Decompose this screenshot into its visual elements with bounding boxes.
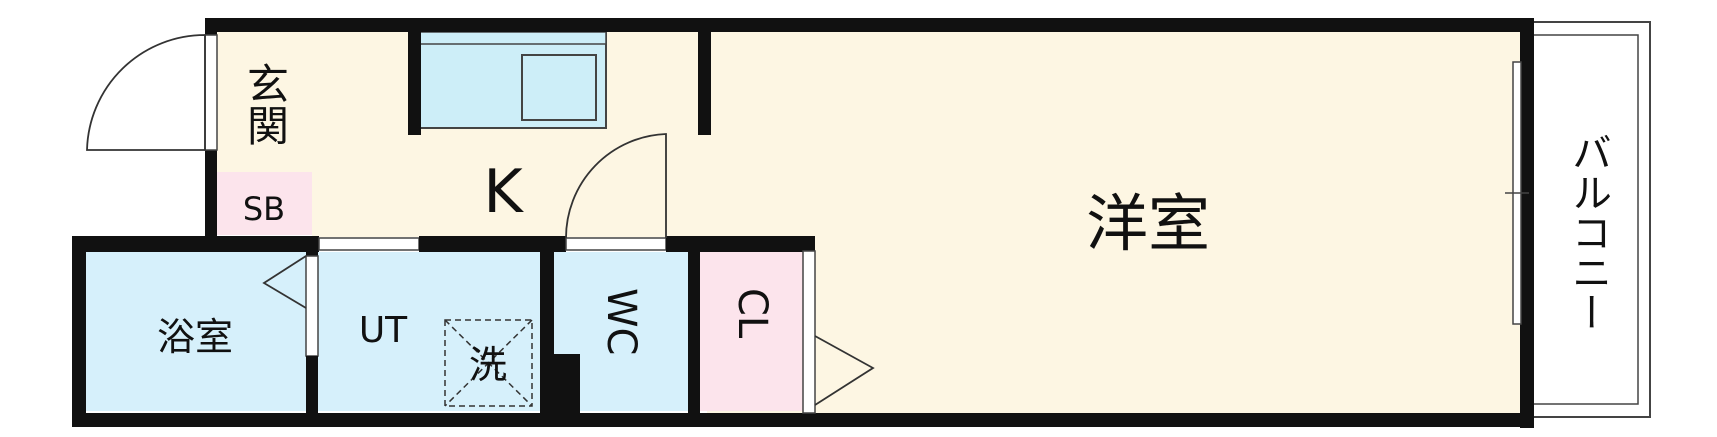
wall-top (205, 18, 1533, 32)
wall-left-entrance-upper (205, 18, 217, 35)
balcony-label: バルコニー (1565, 132, 1611, 332)
closet-door-opening (802, 250, 816, 414)
wall-kitchen-stub-right (698, 30, 711, 135)
closet-label: CL (729, 288, 775, 339)
toilet-door-swing (565, 133, 667, 239)
balcony-area (1519, 21, 1651, 418)
washer-label: 洗 (469, 343, 507, 387)
closet-area (700, 252, 803, 411)
kitchen-counter-edge (419, 31, 607, 45)
wall-wc-cl (688, 236, 700, 426)
entrance-label: 玄関 (241, 62, 290, 146)
kitchen-counter (419, 31, 607, 129)
utility-area (318, 252, 541, 411)
bath-door-swing (262, 255, 307, 309)
washer-diagonal-2 (444, 319, 533, 407)
wall-bath-ut-lower (306, 356, 318, 426)
washer-space (444, 319, 533, 407)
wall-left-bath (72, 238, 86, 427)
wall-left-entrance-lower (205, 150, 217, 250)
bathroom-label: 浴室 (157, 315, 233, 359)
toilet-door-opening (565, 237, 667, 251)
wall-bath-ut (306, 236, 318, 256)
wall-mid-center (419, 236, 566, 252)
utility-door-opening (318, 237, 420, 251)
entrance-door-jamb (204, 34, 218, 151)
wc-pipe-shaft (540, 354, 580, 426)
bath-door-opening (305, 255, 319, 357)
shoe-box-area (215, 172, 312, 235)
wall-cl-western (803, 236, 815, 251)
entrance-area (215, 30, 312, 172)
closet-door-swing (814, 335, 875, 406)
wall-right (1520, 18, 1534, 428)
toilet-label: WC (598, 288, 644, 355)
entrance-door-swing (86, 34, 206, 151)
wall-bottom (72, 413, 1534, 427)
shoe-box-label: SB (243, 190, 285, 228)
kitchen-sink (521, 54, 597, 121)
wall-mid-right (666, 236, 815, 252)
western-room-label: 洋室 (1086, 187, 1210, 260)
wall-kitchen-stub-left (408, 30, 421, 135)
utility-label: UT (359, 310, 408, 351)
kitchen-label: K (483, 157, 524, 227)
wall-mid-left (72, 236, 319, 252)
